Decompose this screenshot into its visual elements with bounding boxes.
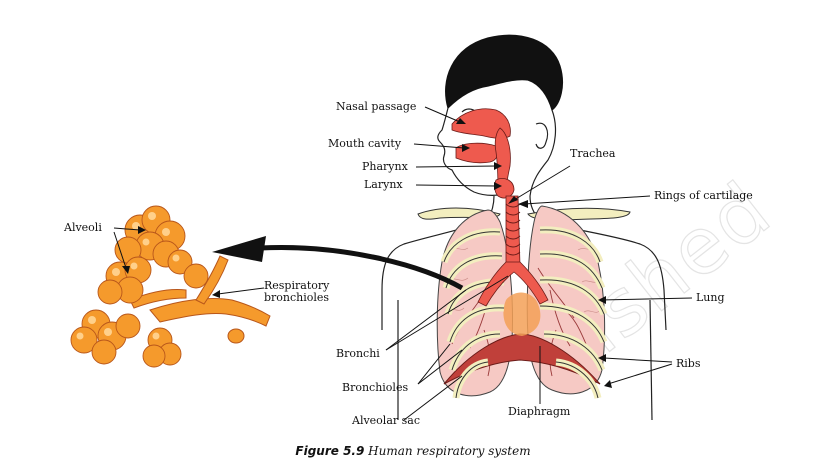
leader-mouth-cavity <box>413 143 465 149</box>
label-trachea: Trachea <box>570 147 616 160</box>
rib-cage <box>440 226 608 399</box>
nasal-passage-shape <box>451 108 511 139</box>
respiratory-bronchiole-tube <box>149 298 271 327</box>
leader-rings-of-cartilage <box>523 195 651 205</box>
leader-alveoli-2 <box>113 231 127 269</box>
leader-ribs-2 <box>607 363 673 385</box>
bronchi-shape <box>477 261 549 307</box>
label-mouth-cavity: Mouth cavity <box>328 137 402 150</box>
diaphragm-shape <box>443 333 601 385</box>
leader-nasal-passage <box>424 106 461 123</box>
leader-arrowheads <box>122 118 612 388</box>
mediastinum <box>503 292 541 336</box>
figure-number: Figure 5.9 <box>295 444 365 458</box>
leader-larynx <box>415 184 497 187</box>
zoom-arrow <box>212 236 464 291</box>
hair <box>445 34 564 112</box>
leader-bronchi-2 <box>385 289 467 351</box>
label-nasal-passage: Nasal passage <box>336 100 417 113</box>
label-lung: Lung <box>696 291 725 304</box>
leader-bronchi-1 <box>385 275 509 351</box>
label-pharynx: Pharynx <box>362 160 408 173</box>
clavicles <box>417 207 631 221</box>
leader-lines <box>113 106 693 421</box>
right-ribs <box>539 226 608 399</box>
label-diaphragm: Diaphragm <box>508 405 571 418</box>
label-larynx: Larynx <box>364 178 403 191</box>
cartilage-rings <box>505 203 521 256</box>
bronchiole-end-cap <box>227 328 245 344</box>
leader-bronchioles-2 <box>417 343 451 385</box>
label-bronchi: Bronchi <box>336 347 380 360</box>
face-outline <box>437 107 507 196</box>
label-alveoli: Alveoli <box>64 221 102 234</box>
label-rings-of-cartilage: Rings of cartilage <box>654 189 753 202</box>
leader-respiratory-bronchioles <box>217 287 265 295</box>
leader-lung <box>599 297 693 301</box>
left-ribs <box>440 228 505 399</box>
leader-bronchioles-1 <box>417 349 463 385</box>
head <box>437 34 564 221</box>
leader-alveolar-sac <box>403 375 463 421</box>
label-bronchioles: Bronchioles <box>342 381 409 394</box>
figure-title: Human respiratory system <box>368 444 531 458</box>
label-respiratory-bronchioles: Respiratory bronchioles <box>264 279 330 304</box>
ear <box>535 122 549 149</box>
alveoli-cluster <box>70 205 271 368</box>
label-alveolar-sac: Alveolar sac <box>352 414 421 427</box>
leader-trachea <box>513 165 571 201</box>
figure-caption: Figure 5.9 Human respiratory system <box>0 444 826 458</box>
alveoli-highlights <box>76 212 180 340</box>
label-ribs: Ribs <box>676 357 701 370</box>
alveolar-sacs <box>70 205 209 368</box>
head-back <box>529 109 557 197</box>
leader-ribs-1 <box>603 357 673 363</box>
larynx-shape <box>494 178 515 199</box>
leader-alveoli-1 <box>113 227 141 231</box>
leader-pharynx <box>415 165 497 168</box>
